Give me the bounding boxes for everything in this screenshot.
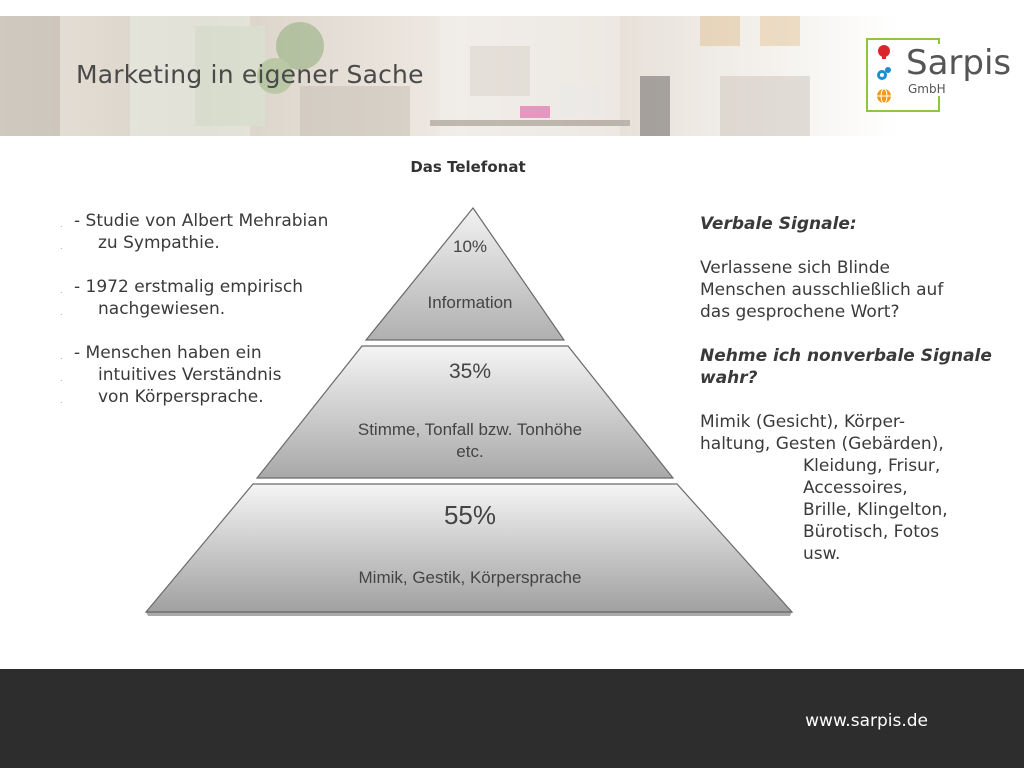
level-top-percent: 10% xyxy=(452,237,488,256)
paragraph-line: usw. xyxy=(803,544,841,564)
pyramid-level-top xyxy=(364,206,566,341)
list-text: von Körpersprache. xyxy=(98,387,264,407)
bullet-dot: . xyxy=(60,242,63,251)
bullet-dot: . xyxy=(60,286,63,295)
bullet-dot: . xyxy=(60,352,63,361)
heading-nonverbal-line: wahr? xyxy=(700,368,758,388)
level-middle-percent: 35% xyxy=(448,360,492,383)
list-item: . - 1972 erstmalig empirisch . nachgewiese… xyxy=(60,276,360,320)
level-bottom-percent: 55% xyxy=(443,500,497,530)
website-link[interactable]: www.sarpis.de xyxy=(805,711,928,731)
level-top-label: Information xyxy=(427,293,513,312)
left-bullet-list: . - Studie von Albert Mehrabian . zu Sympa… xyxy=(60,210,360,430)
list-item: . - Menschen haben ein . intuitives Verstä… xyxy=(60,342,360,408)
logo-name: Sarpis xyxy=(904,43,1014,83)
list-text: zu Sympathie. xyxy=(98,233,220,253)
logo-subtitle: GmbH xyxy=(906,82,948,96)
office-photo xyxy=(0,16,810,136)
pyramid-graphic xyxy=(144,206,794,616)
paragraph-line: Verlassene sich Blinde xyxy=(700,258,890,278)
list-text: nachgewiesen. xyxy=(98,299,226,319)
sarpis-logo: Sarpis GmbH xyxy=(866,38,1014,116)
paragraph-line: Brille, Klingelton, xyxy=(803,500,948,520)
footer-bar: www.sarpis.de xyxy=(0,669,1024,768)
bullet-dot: . xyxy=(60,374,63,383)
level-middle-label-line2: etc. xyxy=(456,442,484,461)
paragraph-line: Mimik (Gesicht), Körper- xyxy=(700,412,905,432)
list-text: intuitives Verständnis xyxy=(98,365,282,385)
paragraph-line: haltung, Gesten (Gebärden), xyxy=(700,434,944,454)
paragraph-line: Bürotisch, Fotos xyxy=(803,522,940,542)
globe-icon xyxy=(877,88,891,104)
page-title: Marketing in eigener Sache xyxy=(76,60,424,89)
section-subtitle: Das Telefonat xyxy=(410,158,526,176)
list-text: - 1972 erstmalig empirisch xyxy=(74,277,304,297)
paragraph-line: das gesprochene Wort? xyxy=(700,302,900,322)
pyramid-level-middle xyxy=(255,345,675,479)
paragraph-line: Kleidung, Frisur, xyxy=(803,456,941,476)
paragraph-line: Menschen ausschließlich auf xyxy=(700,280,944,300)
list-text: - Menschen haben ein xyxy=(74,343,262,363)
bullet-dot: . xyxy=(60,308,63,317)
level-bottom-label: Mimik, Gestik, Körpersprache xyxy=(358,568,582,587)
gears-icon xyxy=(877,67,891,80)
communication-pyramid: 10% Information 35% Stimme, Tonfall bzw.… xyxy=(140,200,800,620)
list-text: - Studie von Albert Mehrabian xyxy=(74,211,329,231)
paragraph-line: Accessoires, xyxy=(803,478,908,498)
heading-nonverbal-line: Nehme ich nonverbale Signale xyxy=(700,346,992,366)
head-icon xyxy=(878,45,890,59)
level-middle-label-line1: Stimme, Tonfall bzw. Tonhöhe xyxy=(357,420,583,439)
bullet-dot: . xyxy=(60,220,63,229)
list-item: . - Studie von Albert Mehrabian . zu Sympa… xyxy=(60,210,360,254)
header-banner: Marketing in eigener Sache xyxy=(0,16,1024,136)
heading-verbal-signals: Verbale Signale: xyxy=(700,214,857,234)
bullet-dot: . xyxy=(60,396,63,405)
right-text-column: Verbale Signale: Verlassene sich Blinde … xyxy=(700,213,1000,565)
